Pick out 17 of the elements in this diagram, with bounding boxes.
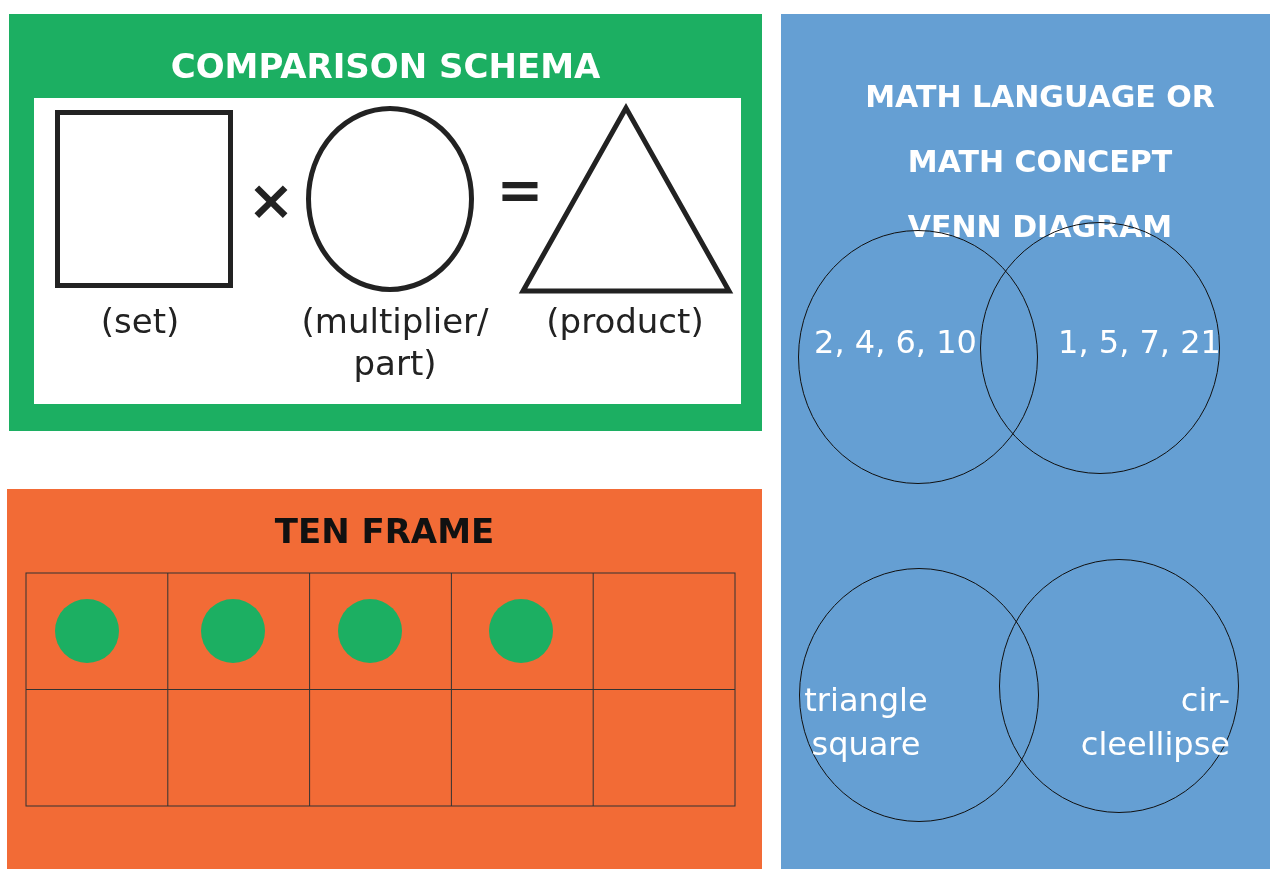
shape-caption: (set) bbox=[99, 300, 181, 342]
venn-text: 1, 5, 7, 21 bbox=[1057, 322, 1222, 363]
circle-shape bbox=[306, 106, 474, 292]
venn-circle bbox=[999, 559, 1239, 813]
panel-title: TEN FRAME bbox=[273, 510, 496, 553]
ten-frame-panel bbox=[7, 489, 762, 869]
operator-sign: = bbox=[495, 160, 545, 220]
venn-text: triangle square bbox=[803, 680, 929, 765]
schema-panel bbox=[9, 14, 762, 431]
shape-caption: (product) bbox=[545, 300, 705, 342]
square-shape bbox=[55, 110, 233, 288]
venn-circle bbox=[799, 568, 1039, 822]
panel-title: COMPARISON SCHEMA bbox=[169, 45, 602, 88]
venn-text: 2, 4, 6, 10 bbox=[813, 322, 978, 363]
shape-caption: (multiplier/ part) bbox=[300, 300, 490, 384]
operator-sign: × bbox=[246, 170, 296, 230]
venn-panel bbox=[781, 14, 1270, 869]
